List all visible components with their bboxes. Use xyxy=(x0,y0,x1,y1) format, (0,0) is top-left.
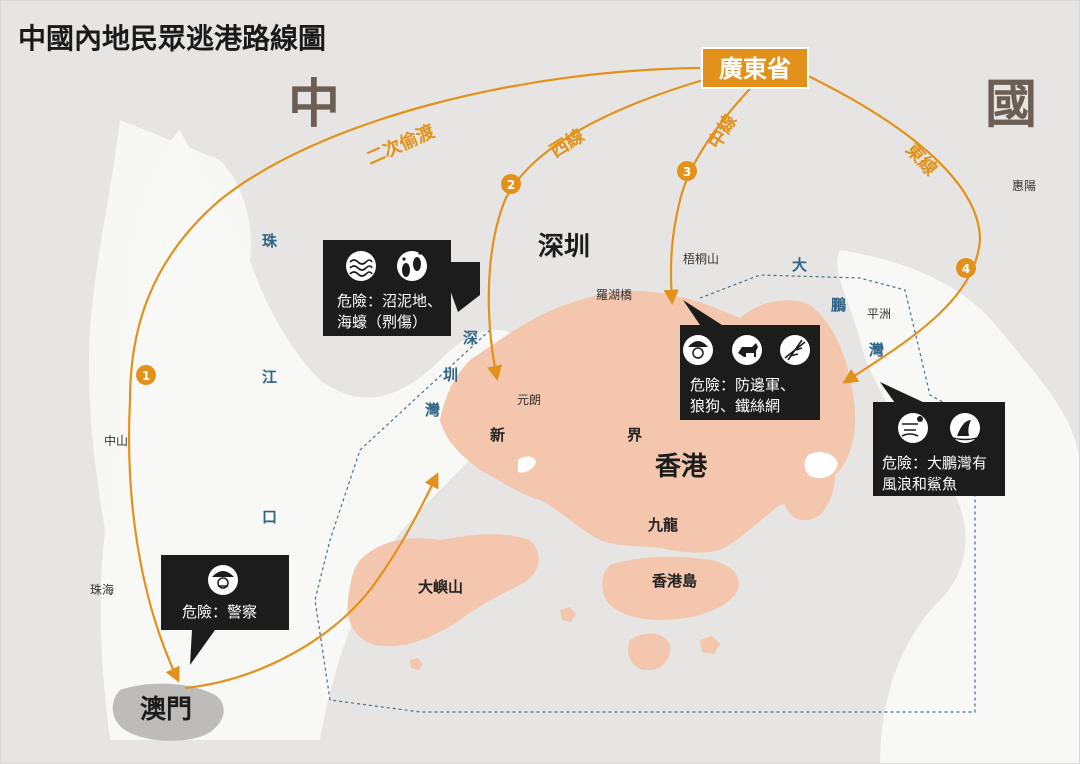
area-lantau: 大嶼山 xyxy=(418,578,463,596)
place-zhuhai: 珠海 xyxy=(90,582,114,597)
hk-island-small-2 xyxy=(560,607,576,622)
footprint-icon xyxy=(397,251,427,281)
place-huiyang: 惠陽 xyxy=(1012,179,1036,193)
danger-central-line-2: 狼狗、鐵絲網 xyxy=(690,397,780,415)
hk-island-small-1 xyxy=(700,636,720,654)
wind-icon xyxy=(898,413,928,443)
province-label: 廣東省 xyxy=(719,54,791,83)
route-3-path xyxy=(663,77,761,306)
area-new-territories-2: 界 xyxy=(627,426,642,444)
route-badge-2: 2 xyxy=(501,174,521,194)
city-macau: 澳門 xyxy=(140,695,192,725)
water-pearl-river-2: 江 xyxy=(262,368,277,386)
route-badge-1: 1 xyxy=(136,365,156,385)
water-shenzhen-bay-1: 深 xyxy=(463,329,478,347)
place-zhongshan: 中山 xyxy=(104,433,128,448)
route-badge-4: 4 xyxy=(956,258,976,278)
route-4-path xyxy=(799,71,982,384)
place-pingzhou: 平洲 xyxy=(867,307,891,321)
city-shenzhen: 深圳 xyxy=(538,232,590,262)
water-mirs-bay-1: 大 xyxy=(792,256,807,274)
shark-icon xyxy=(950,413,980,443)
svg-text:3: 3 xyxy=(683,165,691,179)
hk-plover-cove xyxy=(804,452,838,479)
region-label-right: 國 xyxy=(985,74,1037,135)
region-label-left: 中 xyxy=(288,74,340,135)
svg-text:4: 4 xyxy=(962,262,970,276)
hk-reservoir xyxy=(518,456,536,473)
hk-lamma xyxy=(627,633,671,671)
danger-box-macau: 危險：警察 xyxy=(161,555,289,665)
hk-sea-boundary xyxy=(314,274,976,713)
hk-island xyxy=(602,556,739,620)
soldier-icon xyxy=(683,335,713,365)
area-new-territories-1: 新 xyxy=(490,426,505,444)
dog-icon xyxy=(732,335,762,365)
danger-west-line-2: 海蠔（𠝹傷） xyxy=(337,313,427,331)
water-pearl-river-1: 珠 xyxy=(262,232,278,250)
province-badge: 廣東省 xyxy=(701,47,809,89)
danger-east-line-1: 危險：大鵬灣有 xyxy=(882,454,987,472)
water-pearl-river-3: 口 xyxy=(262,508,277,526)
barbed-wire-icon xyxy=(780,335,810,365)
place-yuenlong: 元朗 xyxy=(517,393,541,407)
danger-box-east: 危險：大鵬灣有 風浪和鯊魚 xyxy=(873,382,1005,496)
danger-box-central: 危險：防邊軍、 狼狗、鐵絲網 xyxy=(680,300,820,420)
danger-central-line-1: 危險：防邊軍、 xyxy=(690,376,795,394)
route-1-second-leg xyxy=(184,472,439,690)
water-shenzhen-bay-3: 灣 xyxy=(425,401,440,419)
police-icon xyxy=(208,565,238,595)
map-title: 中國內地民眾逃港路線圖 xyxy=(18,22,326,55)
svg-text:2: 2 xyxy=(507,178,515,192)
east-sea xyxy=(837,250,1080,764)
danger-east-line-2: 風浪和鯊魚 xyxy=(882,475,957,493)
waves-icon xyxy=(346,251,376,281)
place-wutongshan: 梧桐山 xyxy=(683,251,719,266)
route-2-path xyxy=(486,76,711,382)
danger-west-line-1: 危險：沼泥地、 xyxy=(337,292,442,310)
place-lohu: 羅湖橋 xyxy=(596,287,632,302)
hk-lantau xyxy=(347,534,539,647)
macau-land xyxy=(112,683,224,741)
hk-island-small-3 xyxy=(410,658,423,670)
water-shenzhen-bay-2: 圳 xyxy=(443,366,458,384)
city-hongkong: 香港 xyxy=(655,452,708,482)
area-hk-island: 香港島 xyxy=(652,572,697,590)
danger-macau-line-1: 危險：警察 xyxy=(182,603,257,621)
route-badge-3: 3 xyxy=(677,161,697,181)
danger-box-west: 危險：沼泥地、 海蠔（𠝹傷） xyxy=(323,240,480,336)
water-mirs-bay-2: 鵬 xyxy=(831,296,846,314)
route-1-path xyxy=(127,66,701,683)
water-mirs-bay-3: 灣 xyxy=(869,341,884,359)
area-kowloon: 九龍 xyxy=(647,516,678,534)
svg-text:1: 1 xyxy=(142,369,150,383)
